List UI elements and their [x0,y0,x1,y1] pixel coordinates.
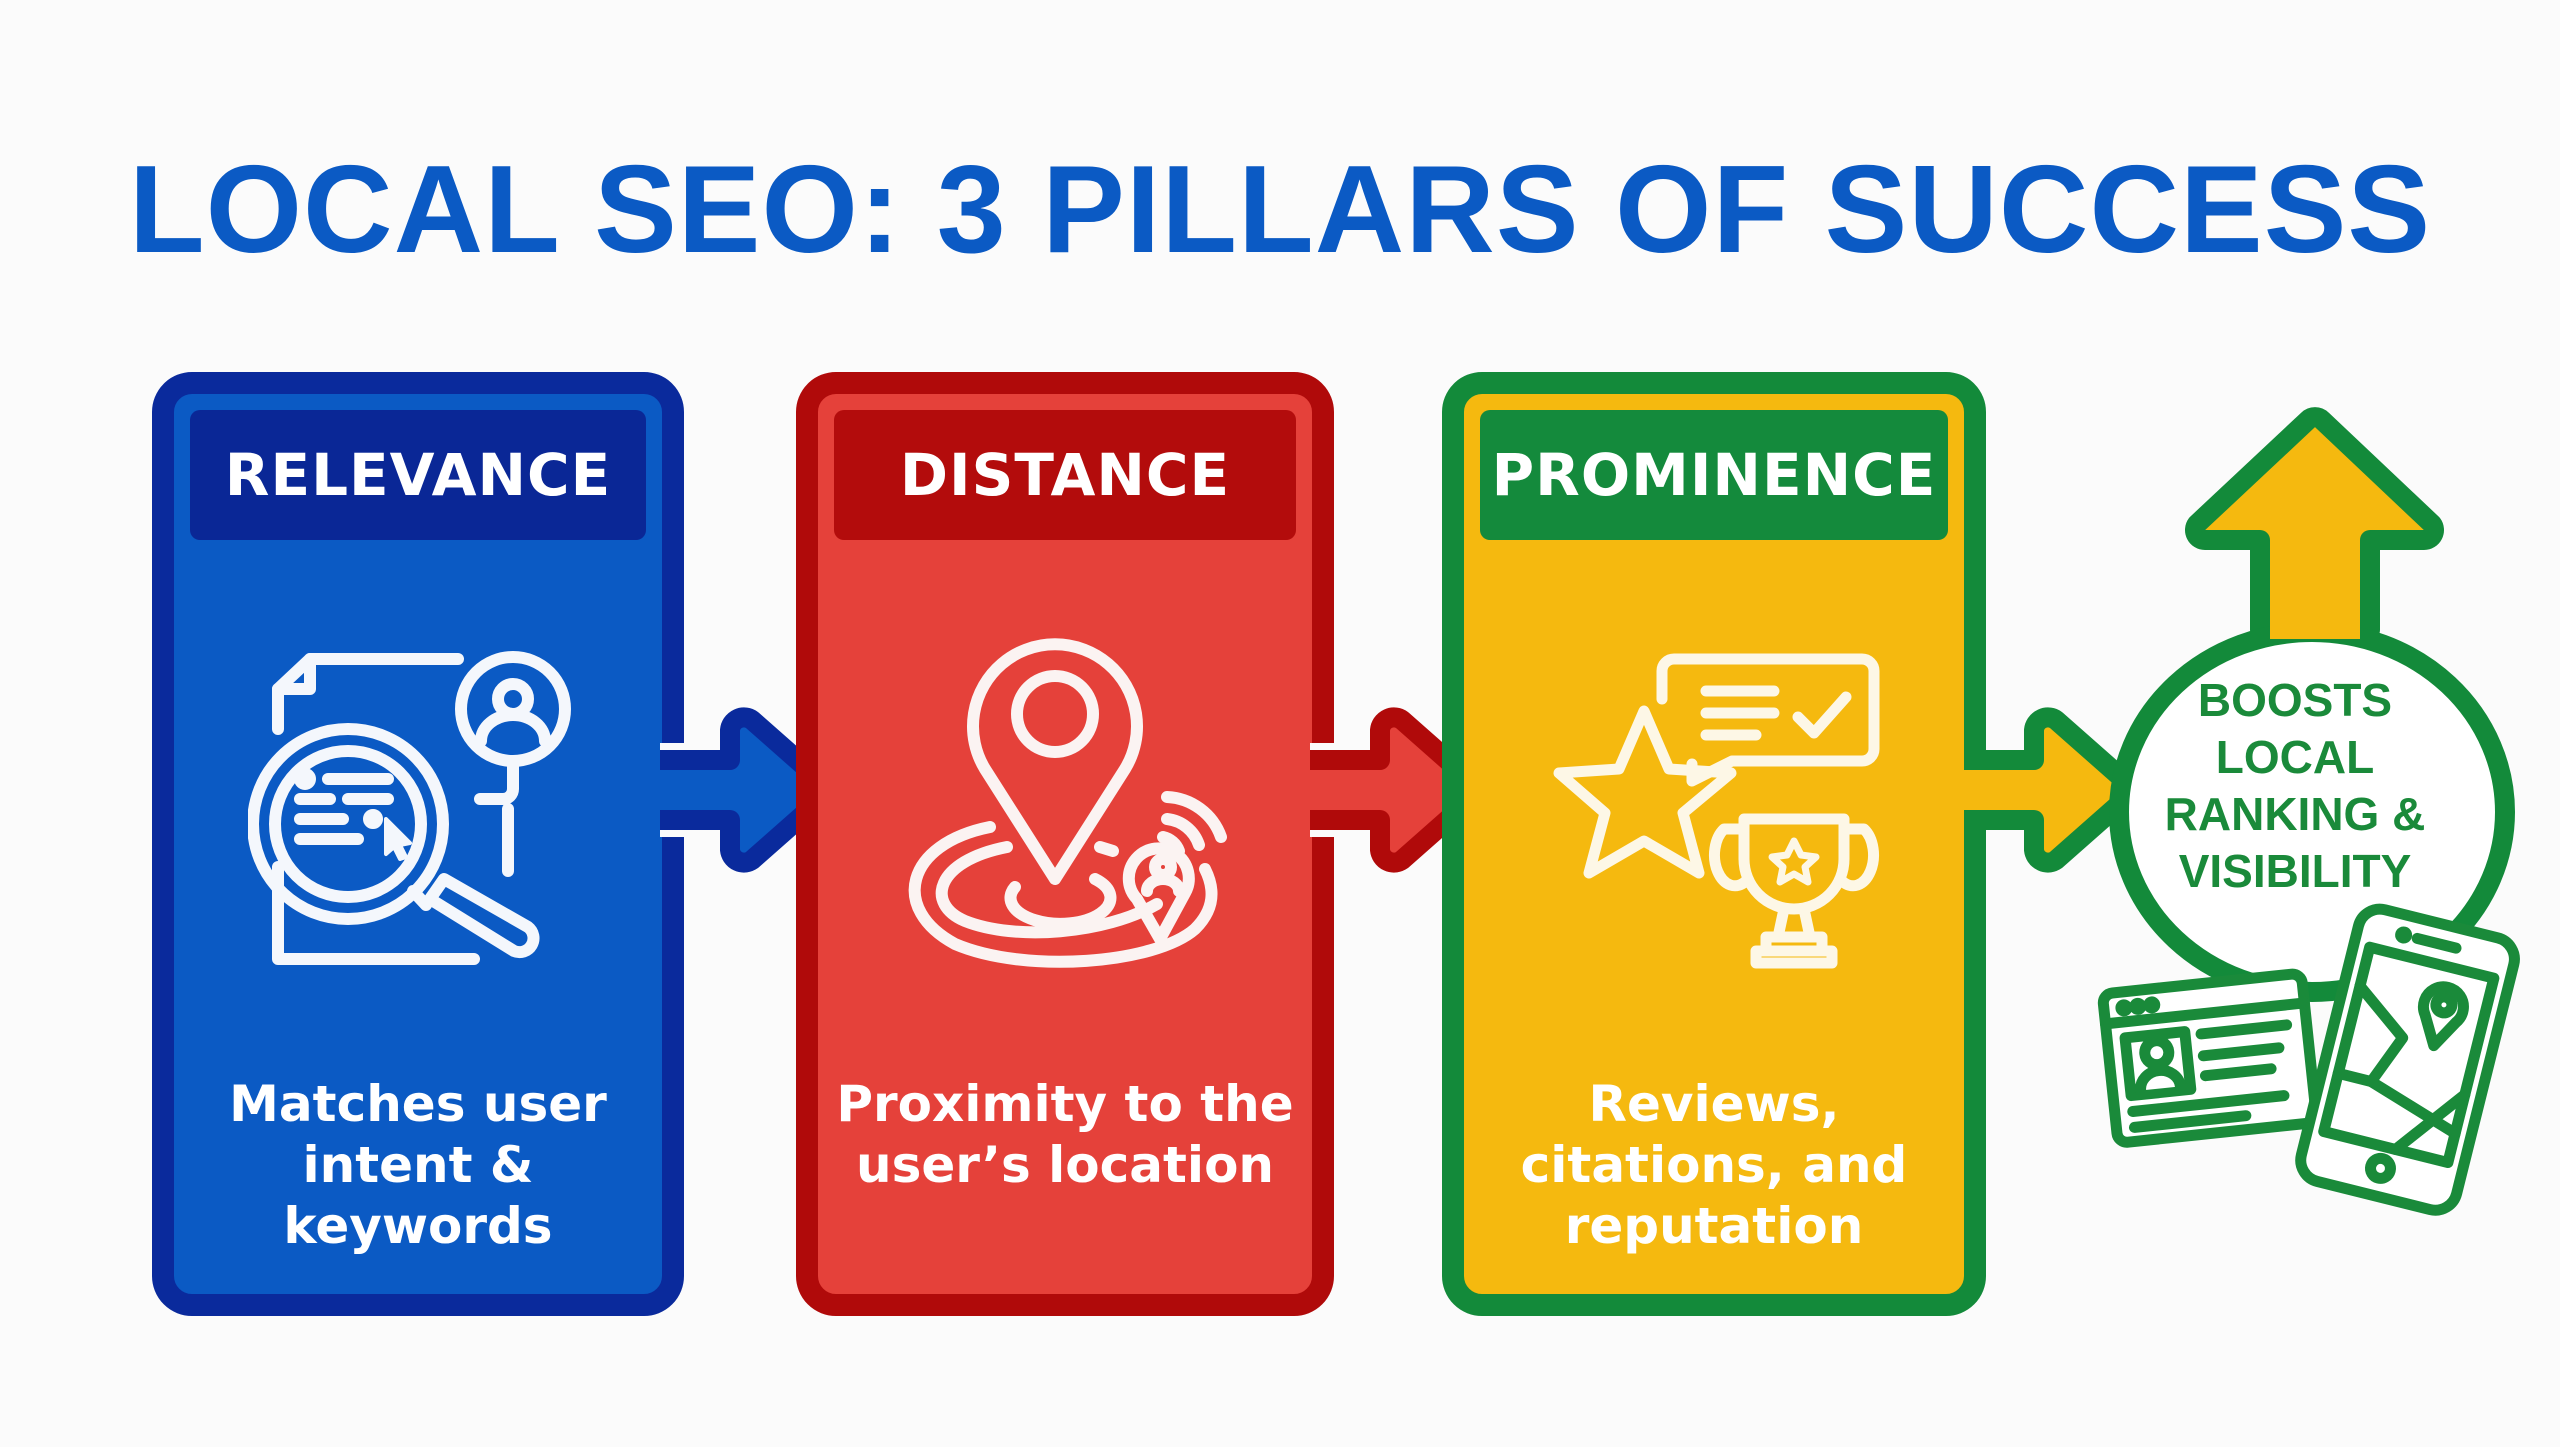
star-review-trophy-icon [1553,653,1880,969]
pillar-label: PROMINENCE [1480,410,1948,540]
mobile-map-icon [2295,903,2520,1216]
pillar-description: Matches user intent & keywords [229,1075,607,1255]
pillar-label: RELEVANCE [190,410,646,540]
pillar-description: Reviews, citations, and reputation [1520,1075,1908,1255]
outcome-graphic [2097,407,2520,1216]
document-search-user-icon [248,651,571,965]
pillar-description: Proximity to the user’s location [836,1075,1294,1194]
location-pin-proximity-icon [908,638,1227,968]
pillar-label: DISTANCE [834,410,1296,540]
pillar-card-relevance: RELEVANCE Matches user intent & keywords [152,372,684,1316]
outcome-text: BOOSTS LOCAL RANKING & VISIBILITY [2164,674,2426,897]
pillar-card-prominence: PROMINENCE Reviews, citations, and reput… [1442,372,1986,1316]
up-arrow-icon [2185,407,2444,640]
page-title: LOCAL SEO: 3 PILLARS OF SUCCESS [128,141,2432,279]
business-profile-icon [2097,968,2322,1148]
pillar-card-distance: DISTANCE Proximity to the user’s locatio… [796,372,1334,1316]
